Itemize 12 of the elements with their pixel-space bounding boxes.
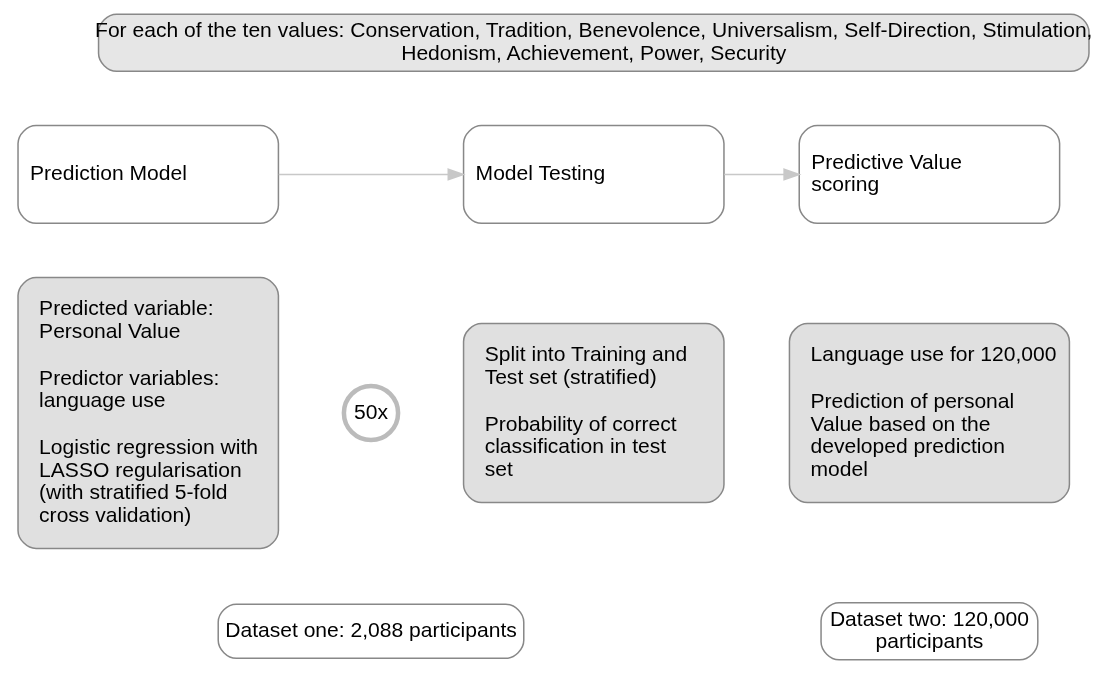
node-box: Dataset one: 2,088 participants — [217, 603, 525, 660]
node-box: Predicted variable: Personal Value Predictor variables: language use Logistic regression with LASSO regularisation (with stratified 5-fold cross validation) — [17, 276, 280, 550]
node-box: Language use for 120,000 Prediction of personal Value based on the developed prediction model — [788, 322, 1071, 504]
node-box: Split into Training and Test set (stratified) Probability of correct classification in test set — [462, 322, 725, 504]
node-box: For each of the ten values: Conservation, Tradition, Benevolence, Universalism, Self-Direction, Stimulation, Hedonism, Achievement, Power, Security — [97, 13, 1090, 73]
arrow — [278, 168, 466, 181]
arrow — [723, 168, 802, 181]
node-box: Model Testing — [462, 124, 725, 225]
node-box: Dataset two: 120,000 participants — [820, 601, 1039, 661]
node-box: Prediction Model — [17, 124, 280, 225]
node-box: Predictive Value scoring — [798, 124, 1061, 225]
node-circle: 50x — [341, 383, 401, 443]
